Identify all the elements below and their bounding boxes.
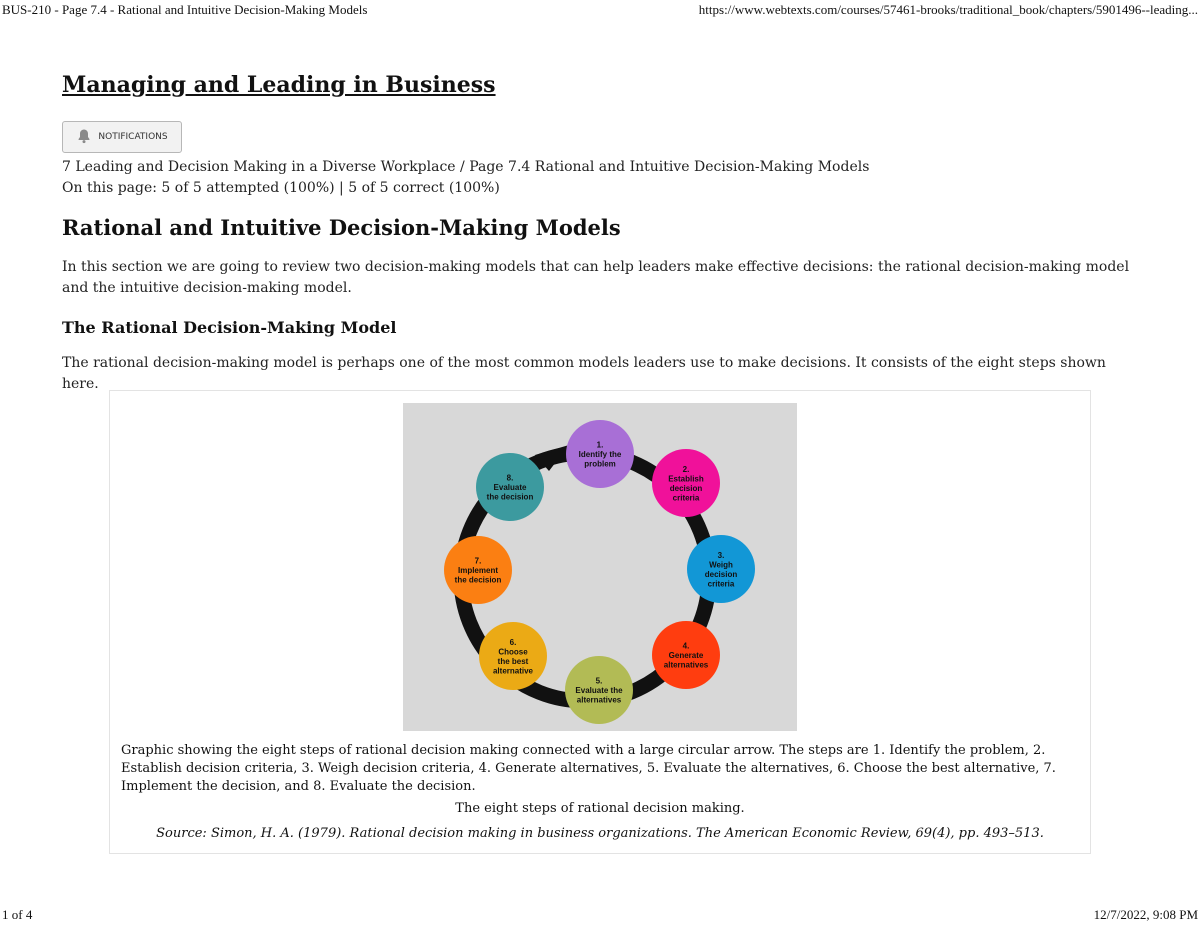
notifications-button[interactable]: NOTIFICATIONS — [62, 121, 182, 153]
figure-caption: The eight steps of rational decision mak… — [455, 801, 745, 816]
print-page-url: https://www.webtexts.com/courses/57461-b… — [698, 2, 1198, 17]
bell-icon — [76, 128, 92, 147]
print-datetime: 12/7/2022, 9:08 PM — [1093, 907, 1198, 922]
intro-paragraph: In this section we are going to review t… — [62, 259, 1130, 296]
print-header: BUS-210 - Page 7.4 - Rational and Intuit… — [0, 2, 1200, 20]
page-heading: Rational and Intuitive Decision-Making M… — [62, 215, 621, 240]
step-8-circle — [476, 453, 544, 521]
cycle-arrowhead — [535, 445, 569, 471]
step-1-circle — [566, 420, 634, 488]
notifications-label: NOTIFICATIONS — [98, 132, 168, 142]
figure-alt-text: Graphic showing the eight steps of ratio… — [121, 743, 1056, 794]
step-5-circle — [565, 656, 633, 724]
section-paragraph: The rational decision-making model is pe… — [62, 355, 1106, 392]
progress-status: On this page: 5 of 5 attempted (100%) | … — [62, 180, 500, 196]
step-2-circle — [652, 449, 720, 517]
step-7-circle — [444, 536, 512, 604]
step-4-circle — [652, 621, 720, 689]
course-title[interactable]: Managing and Leading in Business — [62, 72, 496, 98]
print-page-number: 1 of 4 — [2, 907, 33, 922]
step-6-circle — [479, 622, 547, 690]
figure-source: Source: Simon, H. A. (1979). Rational de… — [156, 826, 1044, 841]
section-heading: The Rational Decision-Making Model — [62, 318, 397, 337]
print-page-title: BUS-210 - Page 7.4 - Rational and Intuit… — [2, 2, 368, 17]
print-footer: 1 of 4 12/7/2022, 9:08 PM — [0, 907, 1200, 925]
breadcrumb: 7 Leading and Decision Making in a Diver… — [62, 159, 870, 175]
page-content: Managing and Leading in Business NOTIFIC… — [62, 72, 1142, 854]
step-3-circle — [687, 535, 755, 603]
